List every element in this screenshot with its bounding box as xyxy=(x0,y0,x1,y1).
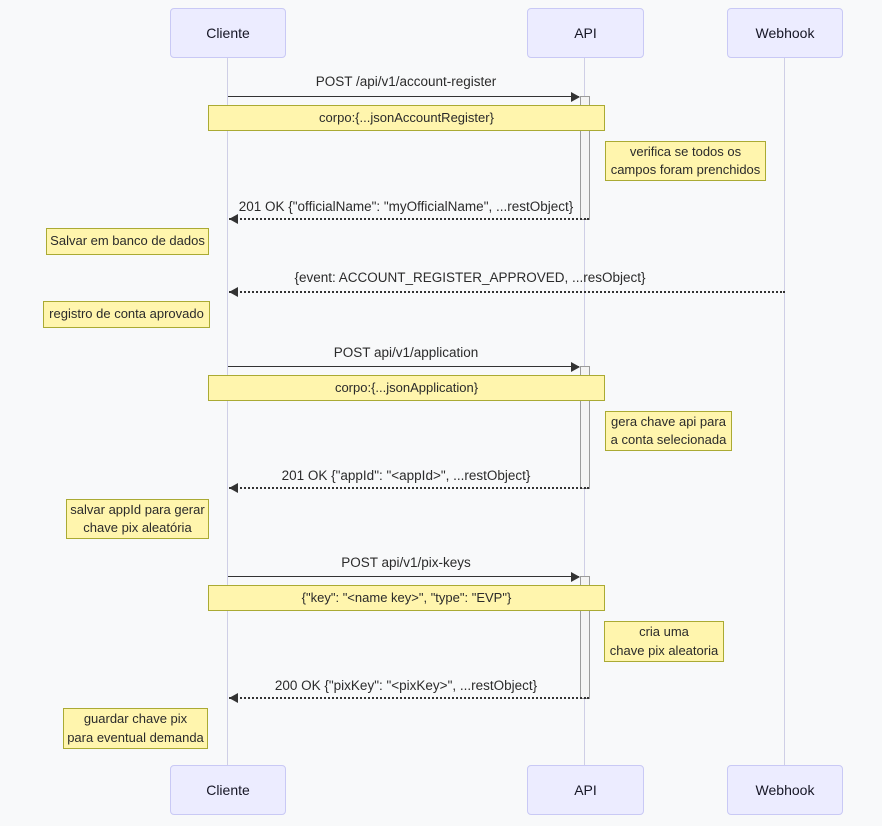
message-line xyxy=(229,291,785,293)
actor-label: Webhook xyxy=(755,25,815,41)
message-label: POST api/v1/pix-keys xyxy=(341,555,471,570)
arrowhead-left xyxy=(229,483,238,493)
note-left: guardar chave pix para eventual demanda xyxy=(63,708,208,749)
arrowhead-left xyxy=(229,693,238,703)
arrowhead-right xyxy=(571,362,580,372)
note-over: corpo:{...jsonAccountRegister} xyxy=(208,105,605,131)
actor-top-api: API xyxy=(527,8,644,58)
message-line xyxy=(229,697,589,699)
actor-label: Cliente xyxy=(206,25,250,41)
message-label: POST api/v1/application xyxy=(333,345,479,360)
note-left: Salvar em banco de dados xyxy=(46,228,209,255)
note-right: gera chave api para a conta selecionada xyxy=(605,411,732,451)
note-over: corpo:{...jsonApplication} xyxy=(208,375,605,401)
lifeline-webhook xyxy=(784,58,785,765)
actor-bottom-api: API xyxy=(527,765,644,815)
message-line xyxy=(229,487,589,489)
note-right: cria uma chave pix aleatoria xyxy=(604,621,724,662)
actor-bottom-webhook: Webhook xyxy=(727,765,843,815)
actor-label: API xyxy=(574,782,597,798)
arrowhead-right xyxy=(571,92,580,102)
note-left: salvar appId para gerar chave pix aleató… xyxy=(66,499,209,539)
actor-label: API xyxy=(574,25,597,41)
actor-top-cliente: Cliente xyxy=(170,8,286,58)
actor-top-webhook: Webhook xyxy=(727,8,843,58)
message-line xyxy=(229,218,589,220)
message-line xyxy=(228,366,579,367)
message-line xyxy=(228,576,579,577)
note-right: verifica se todos os campos foram prench… xyxy=(605,141,766,181)
message-label: {event: ACCOUNT_REGISTER_APPROVED, ...re… xyxy=(294,270,646,285)
arrowhead-left xyxy=(229,214,238,224)
actor-label: Webhook xyxy=(755,782,815,798)
actor-bottom-cliente: Cliente xyxy=(170,765,286,815)
lifeline-cliente xyxy=(227,58,228,765)
message-line xyxy=(228,96,579,97)
message-label: 201 OK {"appId": "<appId>", ...restObjec… xyxy=(281,468,531,483)
arrowhead-right xyxy=(571,572,580,582)
note-over: {"key": "<name key>", "type": "EVP"} xyxy=(208,585,605,611)
actor-label: Cliente xyxy=(206,782,250,798)
note-left: registro de conta aprovado xyxy=(43,301,210,328)
arrowhead-left xyxy=(229,287,238,297)
message-label: 201 OK {"officialName": "myOfficialName"… xyxy=(238,199,574,214)
message-label: POST /api/v1/account-register xyxy=(315,74,497,89)
message-label: 200 OK {"pixKey": "<pixKey>", ...restObj… xyxy=(274,678,538,693)
